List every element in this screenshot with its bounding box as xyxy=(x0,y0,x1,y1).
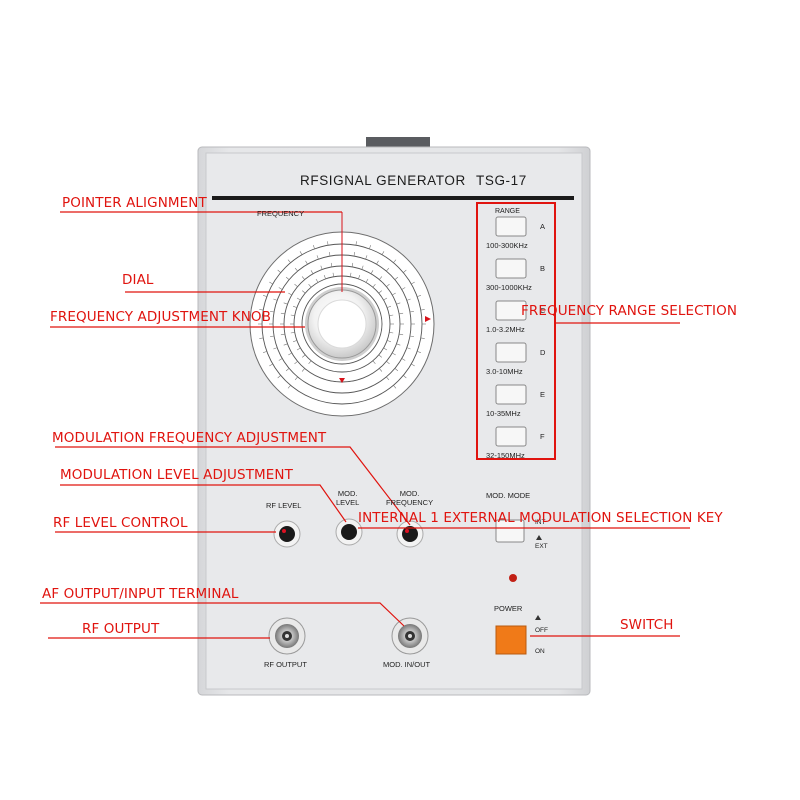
range-key-label: A xyxy=(540,222,546,231)
range-span-label: 1.0-3.2MHz xyxy=(486,325,525,334)
mod-mode-label: MOD. MODE xyxy=(486,491,531,500)
ext-label: EXT xyxy=(535,543,548,550)
rf-level-label: RF LEVEL xyxy=(266,501,302,510)
off-label: OFF xyxy=(535,627,548,634)
callout-frequency-range: FREQUENCY RANGE SELECTION xyxy=(521,303,738,319)
mod-mode-button xyxy=(495,519,525,543)
leader-mod-level xyxy=(60,484,347,523)
mod-inout-label: MOD. IN/OUT xyxy=(383,660,431,669)
range-key-label: F xyxy=(540,432,545,441)
device-title: RFSIGNAL GENERATOR xyxy=(300,173,466,188)
front-panel xyxy=(205,152,583,690)
range-span-label: 32-150MHz xyxy=(486,451,525,460)
range-button-group xyxy=(495,216,527,447)
callout-rf-level: RF LEVEL CONTROL xyxy=(53,515,188,531)
callout-int-ext: INTERNAL 1 EXTERNAL MODULATION SELECTION… xyxy=(358,510,723,526)
power-label: POWER xyxy=(494,604,523,613)
callout-leaders xyxy=(40,211,690,639)
rf-output-label: RF OUTPUT xyxy=(264,660,307,669)
range-button-d[interactable] xyxy=(495,342,527,363)
callout-rf-output: RF OUTPUT xyxy=(82,621,160,637)
range-button-c[interactable] xyxy=(495,300,527,321)
callout-af-output: AF OUTPUT/INPUT TERMINAL xyxy=(42,586,239,602)
rf-output-connector xyxy=(268,617,306,655)
range-button-e[interactable] xyxy=(495,384,527,405)
callout-modulation-frequency: MODULATION FREQUENCY ADJUSTMENT xyxy=(52,430,327,446)
range-span-label: 300-1000KHz xyxy=(486,283,532,292)
mod-level-knob xyxy=(335,518,363,546)
callout-dial: DIAL xyxy=(122,272,154,288)
range-key-label: C xyxy=(540,306,546,315)
on-label: ON xyxy=(535,648,545,655)
callout-switch: SWITCH xyxy=(620,617,674,633)
range-key-label: B xyxy=(540,264,546,273)
carry-handle xyxy=(366,137,430,149)
int-label: INT xyxy=(535,519,546,526)
mod-level-label: MOD. LEVEL xyxy=(336,489,360,507)
leader-mod-frequency xyxy=(55,446,411,526)
range-button-b[interactable] xyxy=(495,258,527,279)
mod-frequency-label: MOD. FREQUENCY xyxy=(386,489,434,507)
device-model: TSG-17 xyxy=(476,173,527,188)
range-key-label: D xyxy=(540,348,546,357)
power-switch xyxy=(495,625,527,655)
callout-pointer-alignment: POINTER ALIGNMENT xyxy=(62,195,207,211)
frequency-label: FREQUENCY xyxy=(257,209,305,218)
range-span-label: 100-300KHz xyxy=(486,241,528,250)
callout-modulation-level: MODULATION LEVEL ADJUSTMENT xyxy=(60,467,293,483)
range-selection-frame xyxy=(476,202,556,460)
range-span-label: 3.0-10MHz xyxy=(486,367,523,376)
leader-af-output xyxy=(40,602,405,627)
callout-frequency-knob: FREQUENCY ADJUSTMENT KNOB xyxy=(50,309,271,325)
range-span-label: 10-35MHz xyxy=(486,409,521,418)
range-key-label: E xyxy=(540,390,546,399)
mod-inout-connector xyxy=(391,617,429,655)
rf-level-knob xyxy=(273,520,301,548)
range-label: RANGE xyxy=(495,208,520,215)
range-button-f[interactable] xyxy=(495,426,527,447)
range-button-a[interactable] xyxy=(495,216,527,237)
power-led xyxy=(509,574,517,582)
